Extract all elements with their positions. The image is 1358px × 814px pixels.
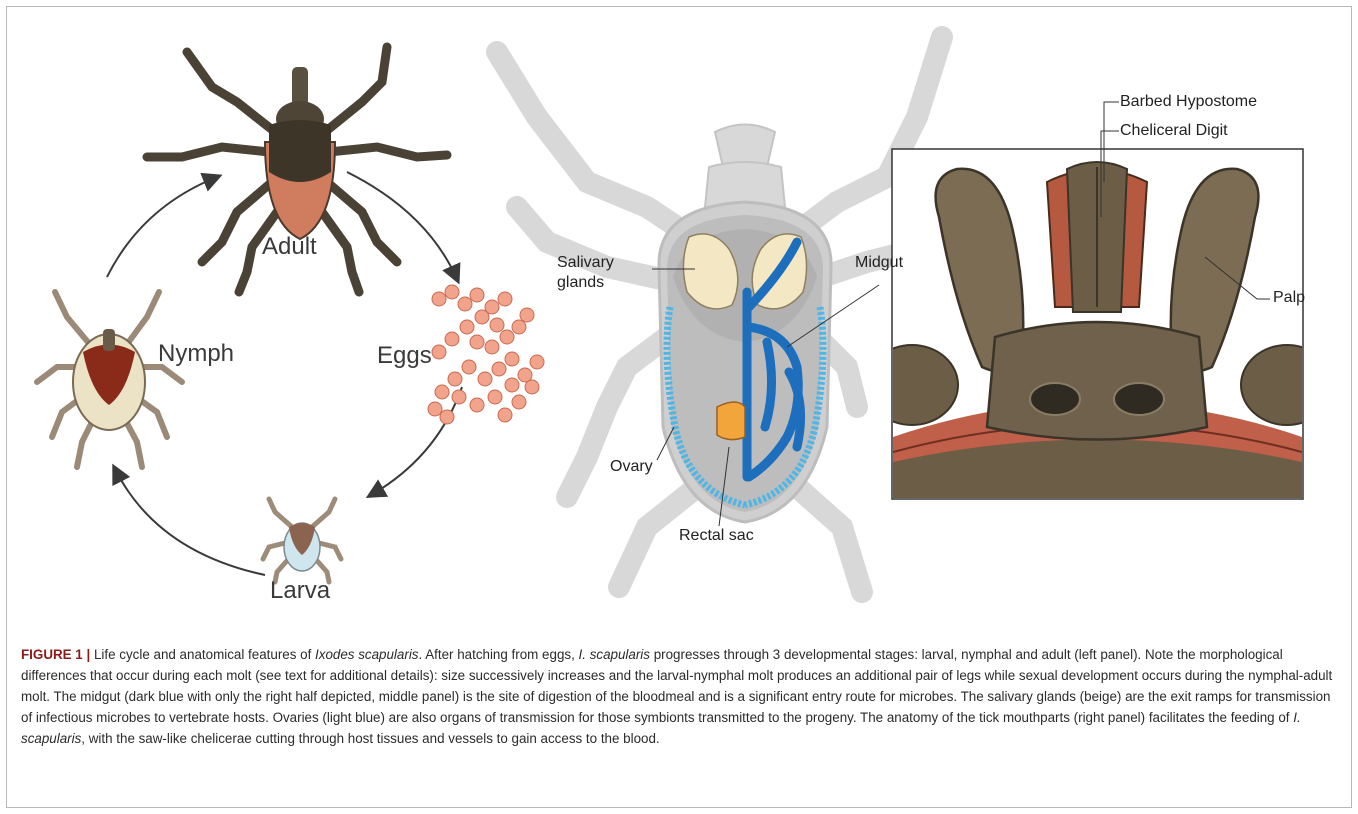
label-barbed-hypostome: Barbed Hypostome [1120, 93, 1257, 111]
label-rectal-sac: Rectal sac [679, 527, 754, 545]
label-midgut: Midgut [855, 254, 903, 272]
larva-tick-illustration [263, 499, 341, 582]
caption-species-1: Ixodes scapularis [315, 647, 418, 662]
label-salivary-glands-line2: glands [557, 274, 604, 292]
caption-species-2: I. scapularis [579, 647, 650, 662]
eggs-illustration [428, 285, 544, 424]
caption-text-4: , with the saw-like chelicerae cutting t… [81, 731, 659, 746]
figure-frame: Adult Eggs Nymph Larva Salivary glands M… [6, 6, 1352, 808]
caption-text-1: Life cycle and anatomical features of [90, 647, 315, 662]
figure-caption: FIGURE 1 | Life cycle and anatomical fea… [21, 644, 1341, 749]
label-adult: Adult [262, 233, 317, 261]
label-larva: Larva [270, 577, 330, 605]
label-nymph: Nymph [158, 340, 234, 368]
label-eggs: Eggs [377, 342, 432, 370]
nymph-tick-illustration [37, 292, 182, 467]
label-cheliceral-digit: Cheliceral Digit [1120, 122, 1228, 140]
label-ovary: Ovary [610, 458, 653, 476]
label-palp: Palp [1273, 289, 1305, 307]
caption-figure-number: FIGURE 1 | [21, 647, 90, 662]
label-salivary-glands-line1: Salivary [557, 254, 614, 272]
caption-text-2: . After hatching from eggs, [419, 647, 579, 662]
internal-anatomy-illustration [497, 37, 942, 592]
mouthparts-panel [866, 102, 1333, 499]
